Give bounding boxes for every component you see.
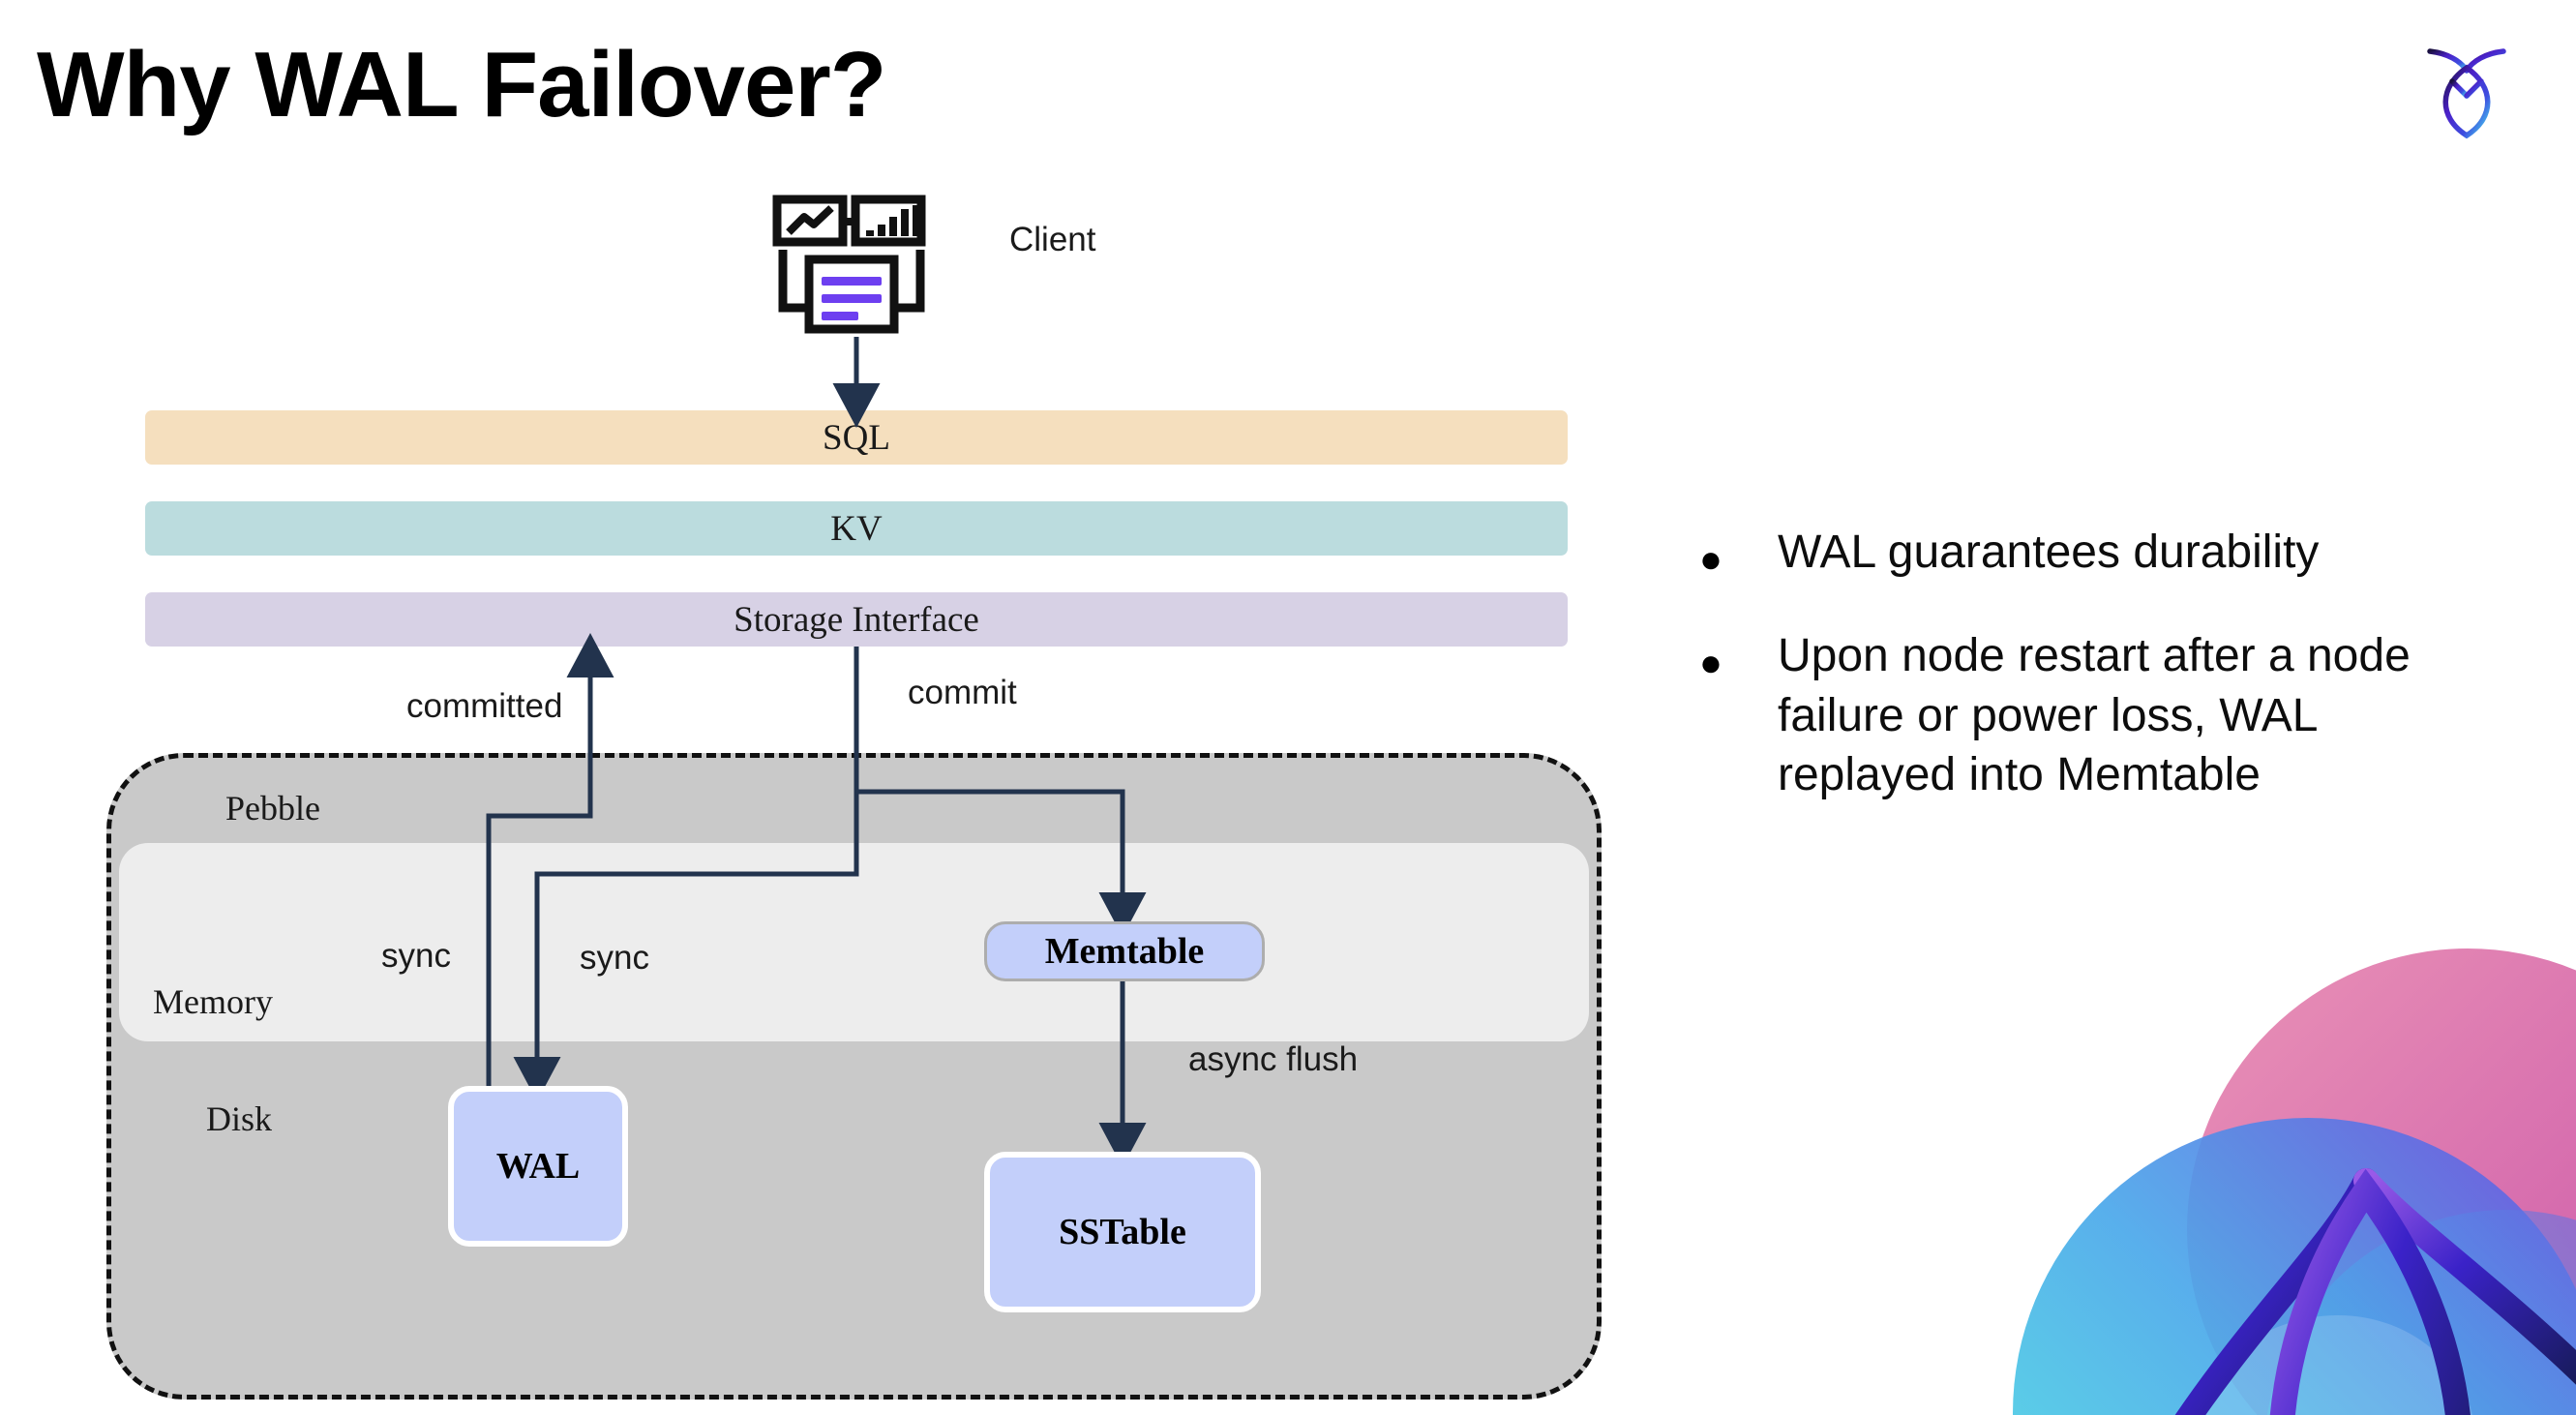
edge-label-sync-2: sync xyxy=(580,939,649,977)
client-monitor-icon xyxy=(772,195,926,334)
list-item: ● WAL guarantees durability xyxy=(1698,523,2501,582)
cockroach-logo-watermark-icon xyxy=(2013,948,2576,1415)
layer-bar-sql-label: SQL xyxy=(823,417,890,458)
bullet-marker-icon: ● xyxy=(1698,538,1723,581)
node-wal: WAL xyxy=(448,1086,628,1247)
bullet-marker-icon: ● xyxy=(1698,642,1723,685)
node-sstable: SSTable xyxy=(984,1152,1261,1312)
edge-label-async-flush: async flush xyxy=(1188,1040,1359,1078)
bullet-text: WAL guarantees durability xyxy=(1778,527,2320,578)
cockroach-logo-icon xyxy=(2427,48,2506,139)
bullet-list: ● WAL guarantees durability ● Upon node … xyxy=(1698,523,2501,850)
memory-zone xyxy=(119,843,1589,1041)
disk-label: Disk xyxy=(206,1099,273,1138)
node-sstable-label: SSTable xyxy=(1059,1212,1186,1252)
node-wal-label: WAL xyxy=(495,1146,581,1187)
client-label: Client xyxy=(1009,221,1096,258)
node-memtable-label: Memtable xyxy=(1044,931,1205,972)
edge-label-committed: committed xyxy=(406,687,563,725)
layer-bar-storage: Storage Interface xyxy=(145,592,1568,647)
layer-bar-storage-label: Storage Interface xyxy=(734,599,979,640)
edge-label-sync-1: sync xyxy=(381,937,451,975)
node-memtable: Memtable xyxy=(984,921,1265,981)
page-title: Why WAL Failover? xyxy=(37,33,886,136)
edge-label-commit: commit xyxy=(908,674,1017,711)
layer-bar-kv-label: KV xyxy=(830,508,883,549)
layer-bar-sql: SQL xyxy=(145,410,1568,465)
bullet-text: Upon node restart after a node failure o… xyxy=(1778,630,2411,801)
architecture-diagram: Client SQL KV Storage Interface Pebble M… xyxy=(106,195,1602,1400)
layer-bar-kv: KV xyxy=(145,501,1568,556)
memory-label: Memory xyxy=(153,982,273,1021)
pebble-label: Pebble xyxy=(225,789,320,828)
list-item: ● Upon node restart after a node failure… xyxy=(1698,626,2501,804)
